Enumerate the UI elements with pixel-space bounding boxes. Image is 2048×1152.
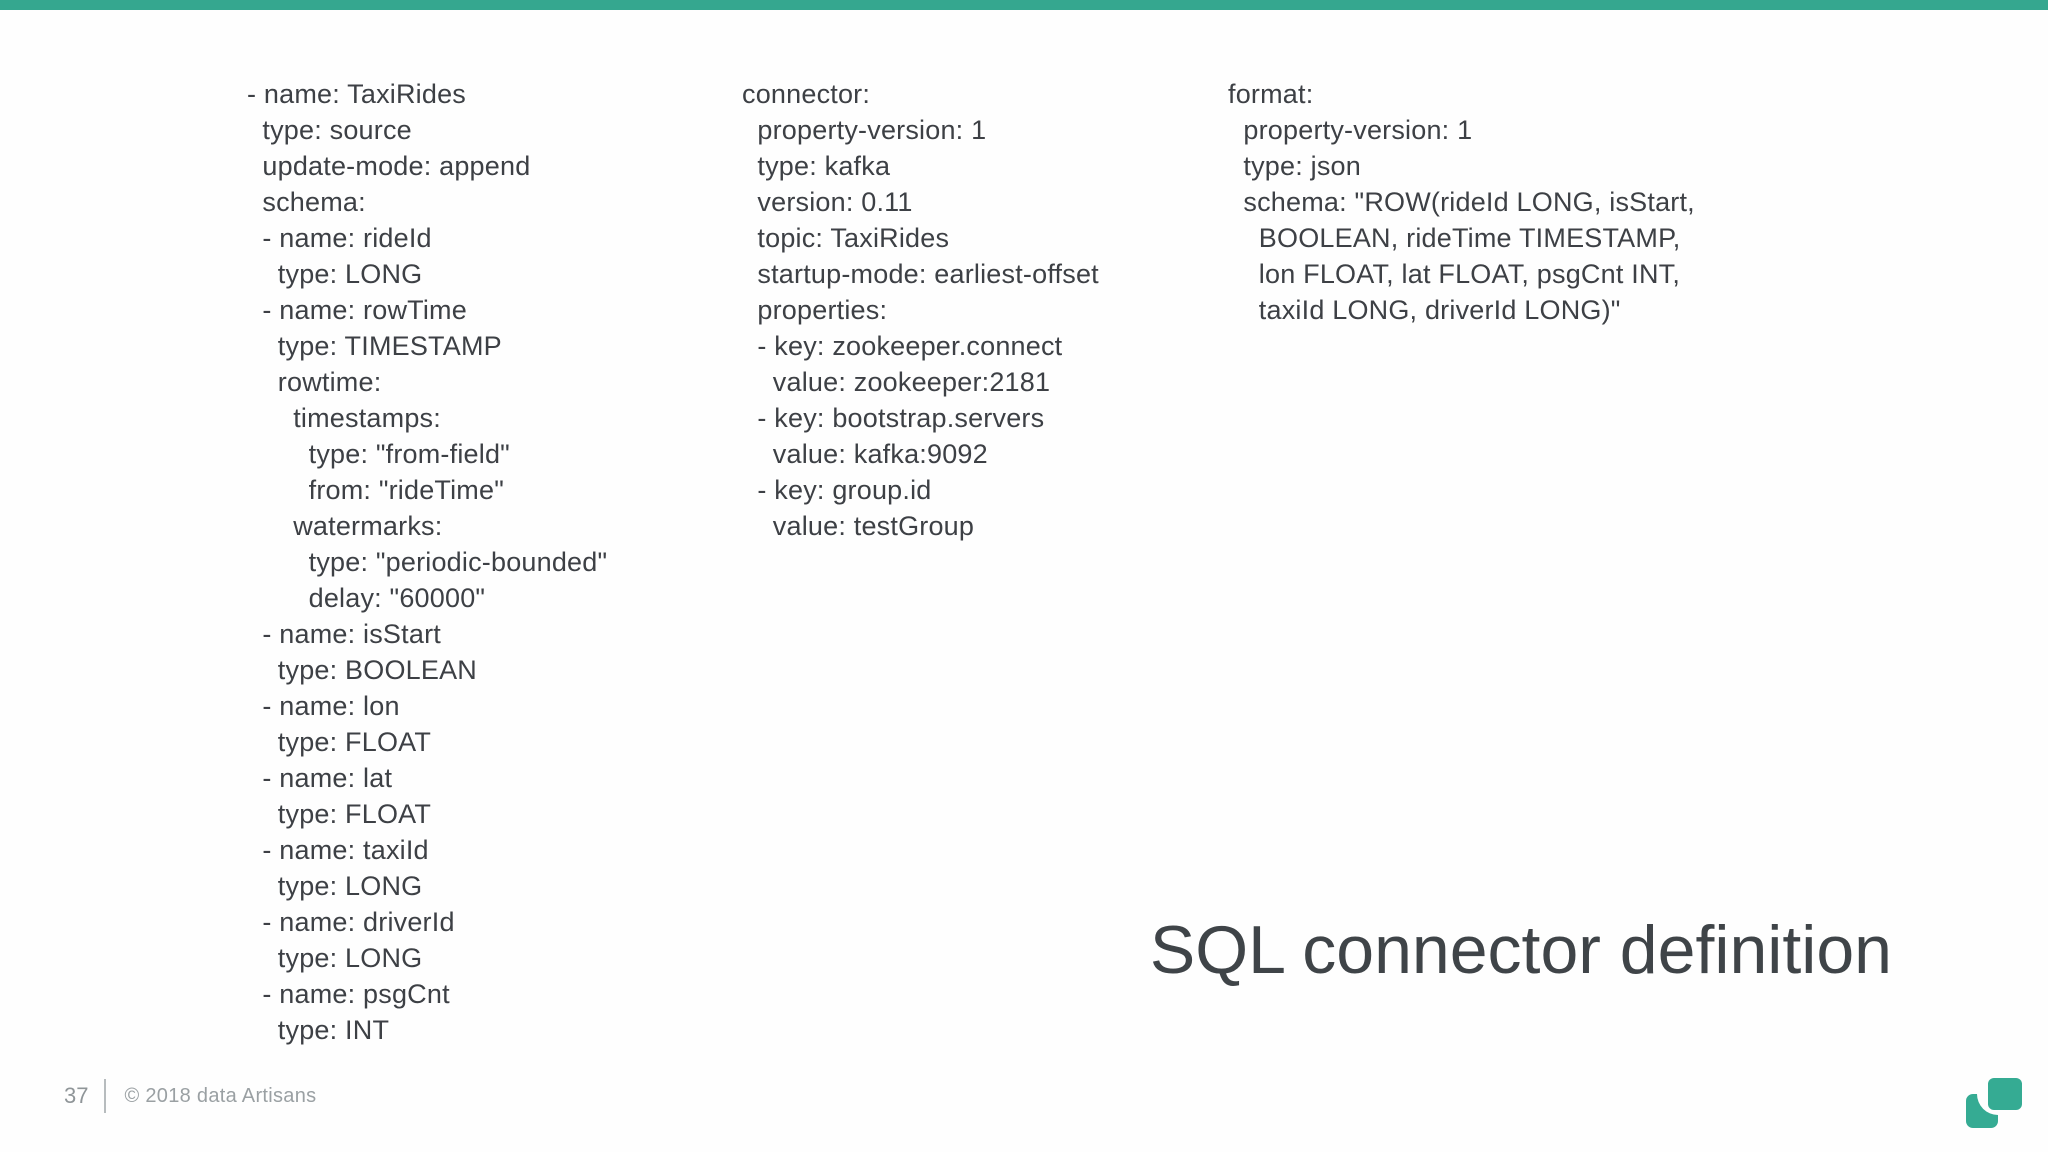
slide-title: SQL connector definition	[1149, 912, 1892, 988]
top-accent-bar	[0, 0, 2048, 10]
footer-divider	[104, 1079, 107, 1113]
logo-lower-shape	[1966, 1094, 1998, 1128]
logo-upper-square	[1988, 1078, 2022, 1110]
page-number: 37	[64, 1083, 89, 1108]
yaml-column-format-definition: format: property-version: 1 type: json s…	[1228, 79, 1695, 325]
data-artisans-logo-icon	[1966, 1078, 2022, 1128]
yaml-column-connector-definition: connector: property-version: 1 type: kaf…	[742, 79, 1099, 541]
yaml-column-table-definition: - name: TaxiRides type: source update-mo…	[247, 79, 608, 1045]
copyright-text: © 2018 data Artisans	[124, 1084, 317, 1107]
footer: 37 © 2018 data Artisans	[64, 1078, 316, 1114]
